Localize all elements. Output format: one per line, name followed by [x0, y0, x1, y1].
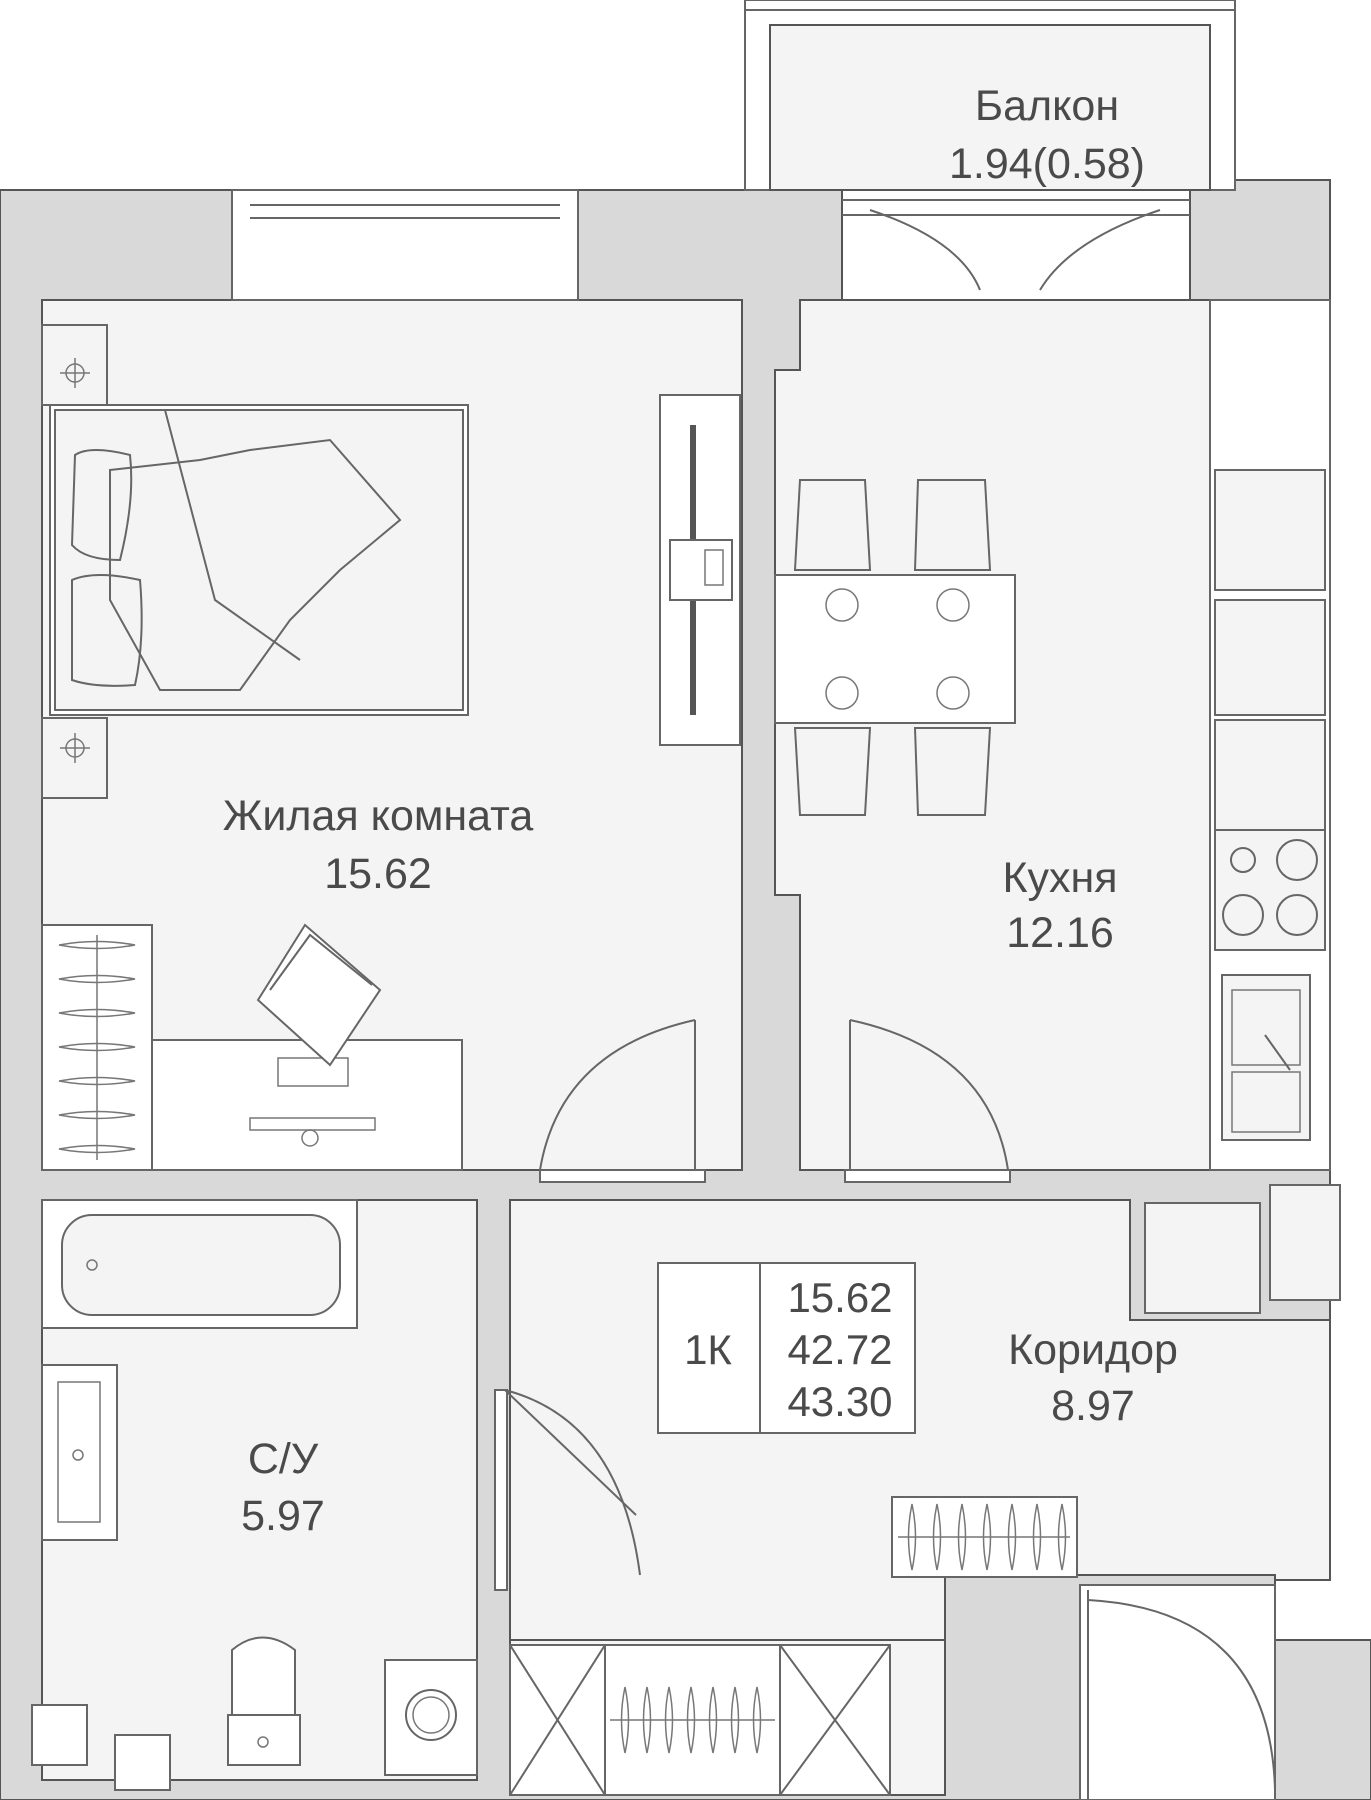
apartment-type: 1К: [684, 1326, 732, 1373]
sink: [1221, 974, 1311, 1141]
door-living: [539, 1019, 706, 1183]
hanger-icon: [932, 1503, 942, 1571]
dining-chair: [793, 479, 872, 571]
dining-chair: [913, 479, 992, 571]
door-kitchen: [844, 1019, 1011, 1183]
door-bathroom: [494, 1389, 641, 1591]
dining-chair: [793, 727, 872, 816]
lamp-icon: [60, 733, 90, 763]
hanger-icon: [58, 1110, 136, 1120]
washbasin: [41, 1364, 118, 1541]
hanger-icon: [58, 974, 136, 984]
chair: [256, 923, 382, 1067]
corridor-name: Коридор: [1008, 1326, 1178, 1374]
shaft: [114, 1734, 171, 1791]
toilet: [227, 1636, 301, 1766]
hanger-icon: [58, 1076, 136, 1086]
total-with-balcony-value: 43.30: [787, 1378, 892, 1425]
living-room-name: Жилая комната: [223, 792, 534, 840]
wardrobe-living: [41, 924, 153, 1171]
total-area-value: 42.72: [787, 1326, 892, 1373]
shaft: [31, 1704, 88, 1766]
desk: [151, 1039, 463, 1171]
living-area-value: 15.62: [787, 1274, 892, 1321]
dining-table: [774, 574, 1016, 724]
stove: [1214, 829, 1326, 951]
hanger-icon: [957, 1503, 967, 1571]
kitchen-area: 12.16: [1006, 909, 1114, 957]
balcony-area: 1.94(0.58): [949, 140, 1145, 188]
hanger-icon: [664, 1686, 674, 1754]
hanger-icon: [58, 1144, 136, 1154]
hanger-icon: [1032, 1503, 1042, 1571]
hanger-icon: [642, 1686, 652, 1754]
hanger-icon: [730, 1686, 740, 1754]
area-summary: 1К 15.62 42.72 43.30: [657, 1262, 916, 1434]
lamp-icon: [60, 358, 90, 388]
hanger-icon: [907, 1503, 917, 1571]
bed: [49, 404, 469, 716]
hanger-icon: [58, 1042, 136, 1052]
door-entrance: [1079, 1584, 1276, 1800]
living-room-area: 15.62: [324, 850, 432, 898]
hanger-icon: [686, 1686, 696, 1754]
balcony-name: Балкон: [975, 82, 1119, 130]
living-window: [231, 189, 579, 301]
hanger-icon: [620, 1686, 630, 1754]
washing-machine: [384, 1659, 478, 1776]
cabinet: [1144, 1202, 1261, 1314]
storage-bottom: [509, 1644, 891, 1796]
bathtub: [41, 1199, 358, 1329]
cabinet: [1269, 1184, 1341, 1301]
hanger-icon: [58, 1008, 136, 1018]
wardrobe-corridor: [891, 1496, 1078, 1578]
hanger-icon: [752, 1686, 762, 1754]
hanger-icon: [58, 940, 136, 950]
hanger-icon: [982, 1503, 992, 1571]
hanger-icon: [708, 1686, 718, 1754]
bathroom-area: 5.97: [241, 1492, 325, 1540]
hanger-icon: [1007, 1503, 1017, 1571]
tv-unit: [659, 394, 741, 746]
bathroom-name: С/У: [248, 1435, 319, 1483]
hanger-icon: [1057, 1503, 1067, 1571]
corridor-area: 8.97: [1051, 1382, 1135, 1430]
balcony: [744, 0, 1236, 291]
dining-chair: [913, 727, 992, 816]
kitchen-name: Кухня: [1002, 854, 1117, 902]
